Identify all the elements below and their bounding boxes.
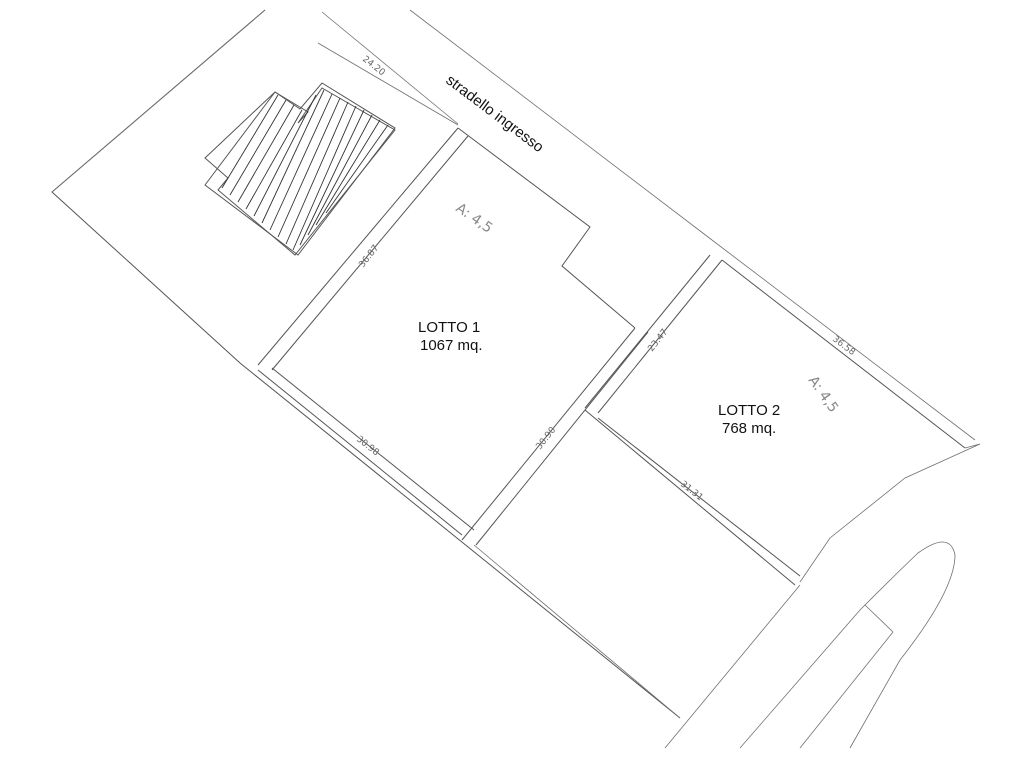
lot2-area: 768 mq. (722, 420, 776, 437)
existing-building (204, 82, 396, 256)
lot1-name: LOTTO 1 (418, 319, 480, 336)
road-edges (317, 9, 976, 441)
lot1-zone-mark: A: 4,5 (453, 200, 496, 236)
parcel-boundary (51, 9, 681, 719)
lot1-area: 1067 mq. (420, 337, 483, 354)
lot2-outline (584, 254, 981, 586)
road-label: stradello ingresso (443, 72, 547, 156)
lot2-zone-mark: A: 4,5 (805, 373, 841, 416)
lot2-name: LOTTO 2 (718, 402, 780, 419)
dim-lot1-bottom: 30.98 (354, 434, 381, 458)
lot1-outline (257, 127, 649, 546)
dim-top-edge: 24.20 (360, 54, 387, 78)
curved-road (739, 541, 956, 749)
dim-lot1-left: 36.87 (357, 243, 381, 269)
dim-lot2-left: 23.47 (646, 327, 670, 353)
lower-strip (473, 544, 801, 749)
